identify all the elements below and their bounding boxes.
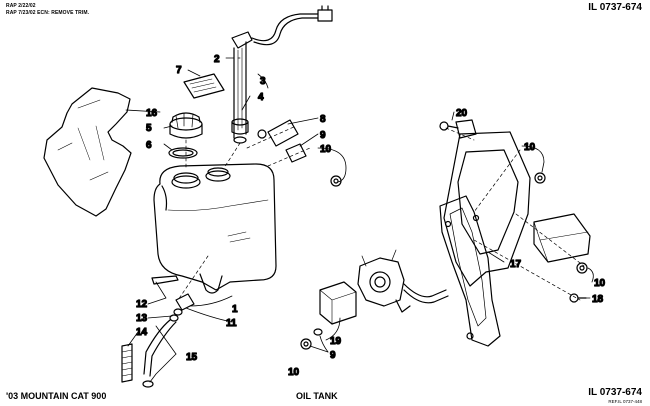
revision-note-2: RAP 7/23/02 ECN: REMOVE TRIM. (6, 10, 90, 16)
callout-17: 17 (510, 259, 522, 270)
callout-leaders (125, 57, 594, 383)
diagram-title: OIL TANK (296, 391, 338, 401)
callout-10-lower: 10 (288, 367, 300, 378)
electrical-module (533, 213, 591, 263)
part-17-mounting-bracket (439, 131, 531, 347)
part-10-nut-lower (300, 338, 312, 350)
part-8-bracket (257, 119, 299, 147)
part-1-oil-tank (153, 163, 277, 294)
part-12-clip (151, 275, 179, 285)
callout-1: 1 (232, 304, 238, 315)
callout-11: 11 (226, 318, 237, 329)
callout-3: 3 (260, 76, 266, 87)
callout-4: 4 (258, 92, 264, 103)
callout-15: 15 (186, 352, 198, 363)
part-15-clamp (142, 314, 179, 388)
part-6-gasket (168, 147, 198, 159)
part-10-nut-right-mid (576, 262, 588, 274)
part-19-housing (319, 281, 357, 325)
callout-10-right-mid: 10 (594, 278, 606, 289)
callout-2: 2 (214, 54, 220, 65)
illustration-id-top: IL 0737-674 (588, 2, 642, 13)
callout-14: 14 (136, 327, 148, 338)
callout-18: 18 (592, 294, 604, 305)
part-13-hose (143, 319, 177, 377)
callout-labels: 1 2 3 4 5 6 7 8 9 10 11 12 13 14 15 16 1… (135, 53, 606, 378)
part-2-level-tube (231, 5, 333, 139)
revision-note-1: RAP 2/22/02 (6, 3, 36, 9)
part-9-washer-lower (313, 328, 323, 336)
callout-9-upper: 9 (320, 130, 326, 141)
callout-8: 8 (320, 114, 326, 125)
callout-9-lower: 9 (330, 350, 336, 361)
callout-13: 13 (136, 313, 148, 324)
callout-19: 19 (330, 336, 342, 347)
part-9-spacer-upper (285, 143, 307, 163)
reference-id: REF.IL 0737-448 (608, 399, 642, 404)
callout-10-upper: 10 (320, 144, 332, 155)
callout-12: 12 (136, 299, 148, 310)
part-10-nut-right-top (534, 172, 546, 184)
callout-16: 16 (146, 108, 158, 119)
callout-6: 6 (146, 140, 152, 151)
callout-10-right-top: 10 (524, 142, 536, 153)
part-11-fitting (173, 293, 195, 316)
part-20-bolt (439, 119, 477, 139)
part-7-decal (183, 73, 225, 99)
part-10-nut-upper (330, 175, 342, 187)
part-14-spring-clamp (121, 343, 133, 383)
illustration-id-bottom: IL 0737-674 (588, 387, 642, 398)
part-5-cap (169, 112, 203, 139)
part-16-guard (43, 87, 132, 217)
callout-5: 5 (146, 123, 152, 134)
model-name: '03 MOUNTAIN CAT 900 (6, 391, 107, 401)
callout-20: 20 (456, 108, 468, 119)
oil-pump-assembly (357, 249, 449, 313)
callout-7: 7 (176, 65, 182, 76)
